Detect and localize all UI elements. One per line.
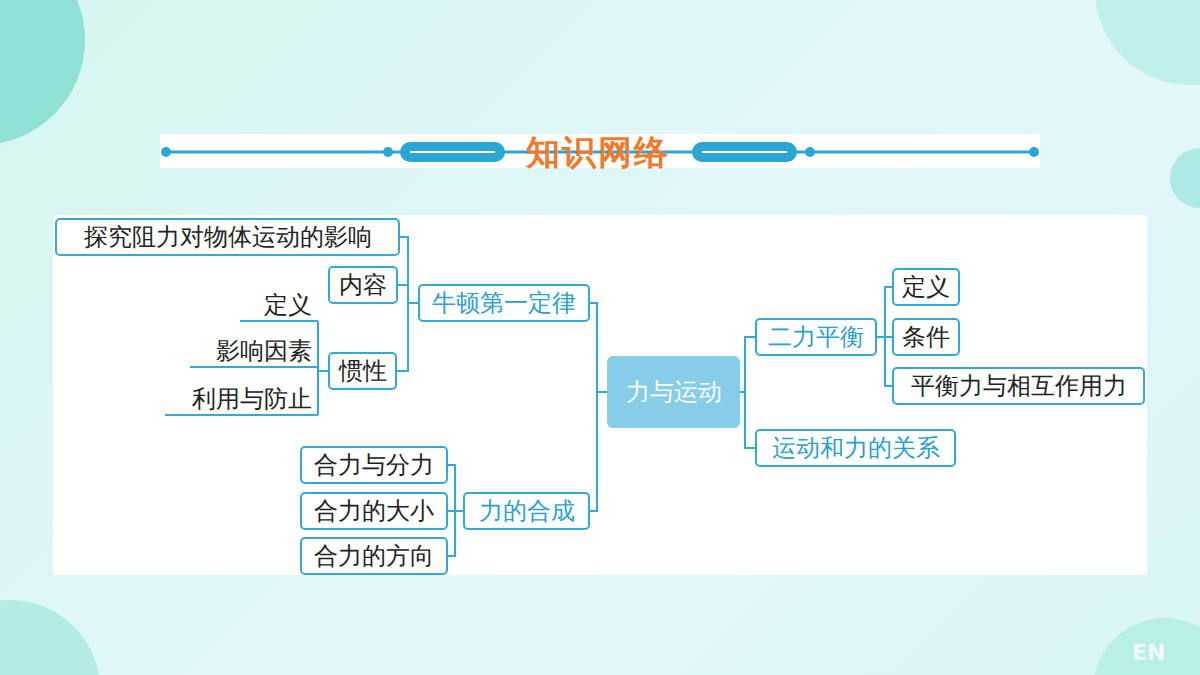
leaf-box: 平衡力与相互作用力 (892, 367, 1145, 405)
node-text: 条件 (902, 321, 950, 353)
node-text: 定义 (264, 289, 312, 321)
node-text: 定义 (902, 271, 950, 303)
node-text: 牛顿第一定律 (432, 287, 576, 319)
leaf-box: 合力的方向 (300, 537, 448, 575)
branch-connector (740, 392, 755, 448)
node-text: 运动和力的关系 (772, 432, 940, 464)
node-text: 影响因素 (216, 335, 312, 367)
branch-connector (740, 337, 755, 392)
branch-box: 牛顿第一定律 (418, 284, 590, 322)
node-text: 合力的大小 (314, 495, 434, 527)
banner-dot (1029, 147, 1039, 157)
branch-connector (877, 287, 892, 337)
branch-connector (398, 285, 418, 303)
banner-capsule (692, 142, 797, 162)
node-text: 二力平衡 (768, 321, 864, 353)
branch-connector (400, 237, 418, 303)
banner-capsule (400, 142, 505, 162)
branch-connector (448, 465, 463, 511)
branch-connector (590, 303, 607, 392)
branch-box: 二力平衡 (755, 318, 877, 356)
branch-box: 力的合成 (463, 492, 590, 530)
banner-capsule-line (702, 151, 787, 153)
branch-connector (318, 321, 328, 371)
branch-connector (590, 392, 607, 511)
node-text: 探究阻力对物体运动的影响 (84, 221, 372, 253)
leaf-box: 内容 (328, 266, 398, 304)
watermark: EN (1132, 640, 1165, 665)
leaf-box: 探究阻力对物体运动的影响 (55, 218, 400, 256)
node-text: 利用与防止 (192, 383, 312, 415)
node-text: 力的合成 (479, 495, 575, 527)
node-text: 合力的方向 (314, 540, 434, 572)
leaf-box: 合力的大小 (300, 492, 448, 530)
branch-connector (318, 367, 328, 371)
branch-connector (877, 336, 892, 338)
corner-circle (1170, 148, 1200, 208)
diagram-title: 知识网络 (505, 130, 690, 176)
node-text: 力与运动 (626, 376, 722, 408)
corner-circle (0, 600, 100, 675)
node-text: 平衡力与相互作用力 (911, 370, 1127, 402)
node-text: 合力与分力 (314, 449, 434, 481)
banner-dot (805, 147, 815, 157)
leaf-box: 定义 (892, 268, 960, 306)
leaf-box: 惯性 (328, 352, 397, 390)
leaf-box: 条件 (892, 318, 960, 356)
corner-circle (1095, 0, 1200, 85)
branch-connector (448, 510, 463, 512)
underlined-leaf: 利用与防止 (165, 384, 318, 416)
branch-box: 运动和力的关系 (755, 429, 956, 467)
branch-connector (448, 511, 463, 556)
root-topic: 力与运动 (607, 356, 740, 428)
branch-connector (318, 371, 328, 415)
corner-circle (1093, 618, 1200, 675)
underlined-leaf: 定义 (240, 290, 318, 322)
corner-circle (0, 0, 85, 145)
underlined-leaf: 影响因素 (190, 336, 318, 368)
node-text: 惯性 (339, 355, 387, 387)
node-text: 内容 (339, 269, 387, 301)
banner-capsule-line (410, 151, 495, 153)
banner-dot (161, 147, 171, 157)
branch-connector (397, 303, 418, 371)
banner-dot (383, 147, 393, 157)
leaf-box: 合力与分力 (300, 446, 448, 484)
branch-connector (877, 337, 892, 386)
